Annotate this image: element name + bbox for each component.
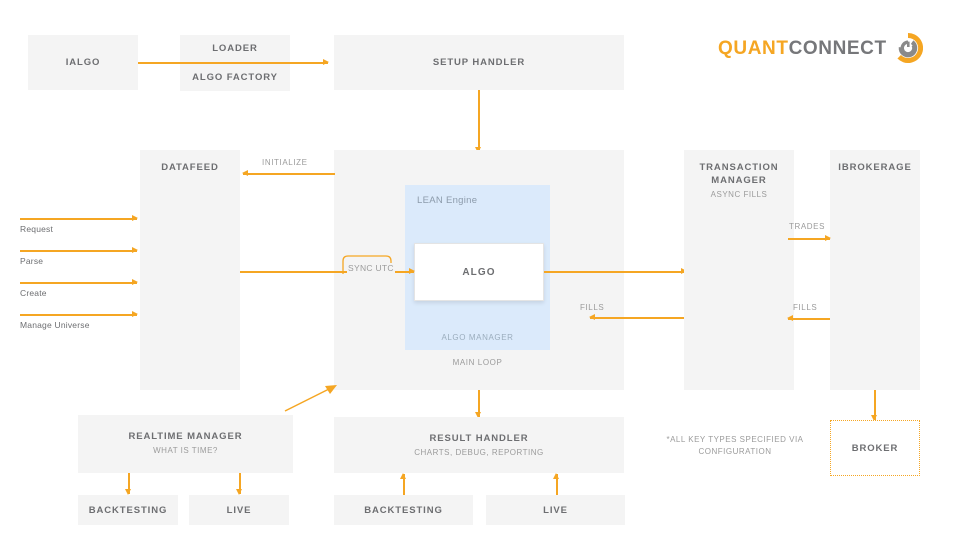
arrow-side-input-2	[20, 279, 138, 285]
box-result-backtesting-title: BACKTESTING	[364, 504, 443, 516]
side-input-label-parse: Parse	[20, 256, 44, 266]
label-trades: TRADES	[789, 222, 826, 231]
arrow-engine-to-result-handler	[475, 390, 481, 418]
arrow-datafeed-to-algo	[240, 268, 415, 274]
box-result-live[interactable]: LIVE	[486, 495, 625, 525]
box-algo-factory-title: ALGO FACTORY	[192, 72, 278, 83]
arrow-realtime-manager-to-engine	[284, 385, 337, 412]
side-input-label-request: Request	[20, 224, 54, 234]
arrow-side-input-1	[20, 247, 138, 253]
box-realtime-live-title: LIVE	[226, 504, 252, 516]
main-loop-label: MAIN LOOP	[452, 358, 503, 367]
box-realtime-manager-subtitle: WHAT IS TIME?	[153, 446, 218, 455]
box-result-backtesting[interactable]: BACKTESTING	[334, 495, 473, 525]
box-ialgo-title: IALGO	[65, 57, 101, 68]
box-result-handler[interactable]: RESULT HANDLER CHARTS, DEBUG, REPORTING	[334, 417, 624, 473]
box-broker[interactable]: BROKER	[830, 420, 920, 476]
arrow-realtime-to-backtesting	[125, 473, 131, 495]
algo-card-title: ALGO	[462, 266, 496, 278]
box-result-handler-title: RESULT HANDLER	[429, 433, 529, 444]
label-fills-middle: FILLS	[580, 303, 605, 312]
side-input-label-manage-universe: Manage Universe	[20, 320, 90, 330]
label-initialize: INITIALIZE	[262, 158, 308, 167]
lean-engine-label: LEAN Engine	[417, 195, 478, 206]
arrow-algo-to-transaction-manager	[544, 268, 687, 274]
footnote-line-2: CONFIGURATION	[698, 447, 772, 456]
box-loader[interactable]: LOADER	[180, 35, 290, 62]
box-datafeed-title: DATAFEED	[161, 162, 219, 173]
arrow-fills-transaction-manager-to-engine	[589, 314, 686, 320]
algo-card[interactable]: ALGO	[414, 243, 544, 301]
arrow-initialize-engine-to-datafeed	[242, 170, 335, 176]
footnote: *ALL KEY TYPES SPECIFIED VIA CONFIGURATI…	[655, 434, 815, 458]
logo-connect-text: CONNECT	[788, 37, 887, 59]
algo-manager-label: ALGO MANAGER	[441, 333, 514, 342]
box-transaction-manager[interactable]: TRANSACTION MANAGER ASYNC FILLS	[684, 150, 794, 390]
arrow-trades-to-ibrokerage	[788, 235, 831, 241]
logo-circle-icon	[897, 33, 923, 63]
box-transaction-manager-title: TRANSACTION MANAGER	[699, 162, 779, 186]
box-realtime-backtesting[interactable]: BACKTESTING	[78, 495, 178, 525]
arrow-realtime-to-live	[236, 473, 242, 495]
box-result-handler-subtitle: CHARTS, DEBUG, REPORTING	[414, 448, 544, 457]
box-loader-title: LOADER	[212, 43, 258, 54]
side-input-label-create: Create	[20, 288, 47, 298]
box-realtime-backtesting-title: BACKTESTING	[88, 504, 168, 516]
arrow-side-input-3	[20, 311, 138, 317]
box-realtime-manager[interactable]: REALTIME MANAGER WHAT IS TIME?	[78, 415, 293, 473]
box-broker-title: BROKER	[851, 442, 899, 454]
sync-utc-loop: SYNC UTC	[341, 254, 397, 274]
arrow-setup-handler-to-engine	[475, 90, 481, 153]
box-setup-handler-title: SETUP HANDLER	[432, 57, 526, 68]
box-transaction-manager-subtitle: ASYNC FILLS	[710, 190, 768, 199]
box-realtime-live[interactable]: LIVE	[189, 495, 289, 525]
box-ibrokerage-title: IBROKERAGE	[838, 162, 912, 173]
arrow-ialgo-to-setup-handler	[138, 59, 329, 65]
arrow-result-backtesting-to-result-handler	[400, 473, 406, 495]
box-datafeed[interactable]: DATAFEED	[140, 150, 240, 390]
arrow-ibrokerage-to-broker	[871, 390, 877, 421]
box-setup-handler[interactable]: SETUP HANDLER	[334, 35, 624, 90]
logo-wordmark: QUANTCONNECT	[718, 39, 887, 58]
footnote-line-1: *ALL KEY TYPES SPECIFIED VIA	[666, 435, 804, 444]
box-ialgo[interactable]: IALGO	[28, 35, 138, 90]
arrow-side-input-0	[20, 215, 138, 221]
arrow-result-live-to-result-handler	[553, 473, 559, 495]
box-algo-factory[interactable]: ALGO FACTORY	[180, 64, 290, 91]
label-fills-right: FILLS	[793, 303, 818, 312]
box-ibrokerage[interactable]: IBROKERAGE	[830, 150, 920, 390]
logo-quant-text: QUANT	[718, 37, 789, 59]
box-result-live-title: LIVE	[543, 504, 568, 516]
sync-utc-label: SYNC UTC	[347, 263, 395, 273]
quantconnect-logo: QUANTCONNECT	[718, 33, 923, 63]
arrow-fills-ibrokerage-to-transaction-manager	[787, 315, 830, 321]
box-realtime-manager-title: REALTIME MANAGER	[128, 431, 243, 442]
